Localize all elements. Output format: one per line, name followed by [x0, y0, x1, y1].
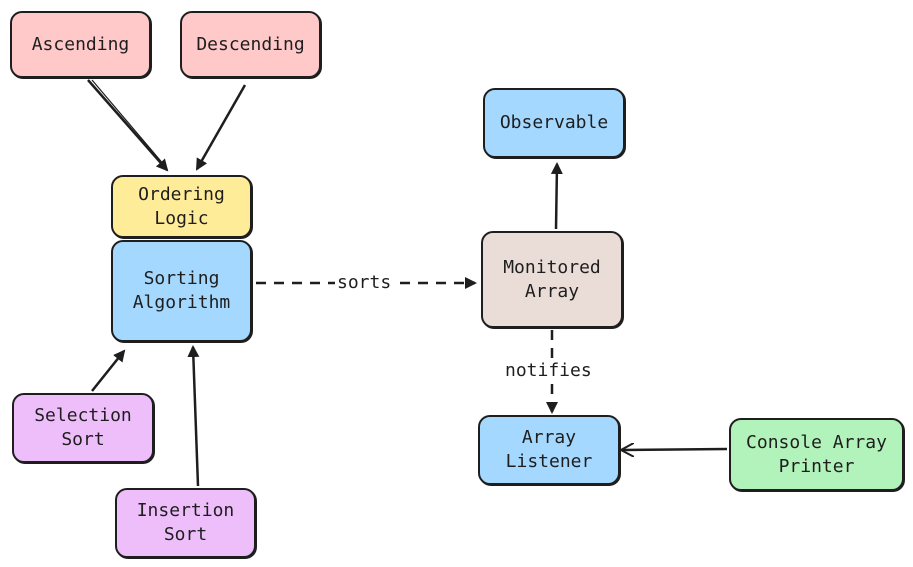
- edge-descending-to-ordering: [195, 84, 247, 171]
- node-descending[interactable]: Descending: [180, 11, 321, 78]
- node-selection-sort[interactable]: Selection Sort: [12, 393, 154, 463]
- edge-monitored-to-observable: [550, 162, 563, 230]
- edge-selection-to-sorting: [91, 349, 126, 392]
- edge-label-notifies: notifies: [503, 360, 594, 382]
- edge-ascending-to-ordering: [87, 79, 169, 172]
- node-sorting-algorithm[interactable]: Sorting Algorithm: [111, 240, 252, 342]
- edge-label-sorts: sorts: [335, 272, 394, 294]
- node-ordering-logic[interactable]: Ordering Logic: [111, 175, 252, 238]
- edge-insertion-to-sorting: [187, 345, 200, 487]
- node-insertion-sort[interactable]: Insertion Sort: [115, 488, 256, 558]
- node-observable[interactable]: Observable: [483, 88, 625, 158]
- node-console-array-printer[interactable]: Console Array Printer: [729, 418, 904, 491]
- node-array-listener[interactable]: Array Listener: [478, 415, 620, 485]
- node-ascending[interactable]: Ascending: [10, 11, 151, 78]
- edge-printer-to-listener: [622, 449, 728, 450]
- node-monitored-array[interactable]: Monitored Array: [481, 231, 623, 328]
